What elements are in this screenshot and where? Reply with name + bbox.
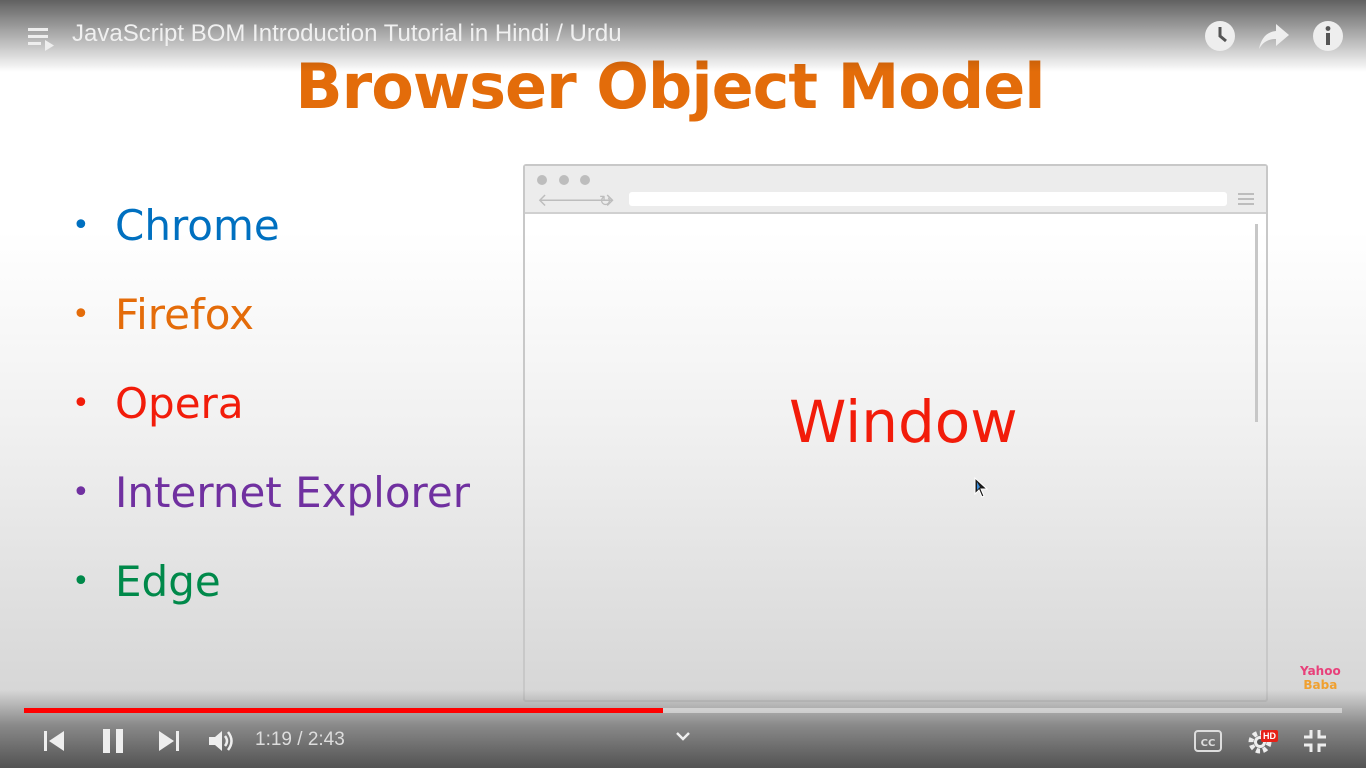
browser-toolbar: 🡐 🡒 ↻ [525, 166, 1266, 214]
exit-fullscreen-icon[interactable] [1303, 729, 1327, 753]
volume-icon[interactable] [208, 729, 236, 753]
playlist-icon[interactable] [28, 26, 56, 52]
list-item: •Edge [72, 554, 470, 643]
list-item: •Chrome [72, 198, 470, 287]
scrollbar [1255, 224, 1258, 422]
list-item-label: Opera [115, 379, 244, 428]
back-arrow-icon: 🡐 [537, 190, 586, 211]
browser-list: •Chrome •Firefox •Opera •Internet Explor… [72, 198, 470, 643]
pause-icon[interactable] [100, 728, 126, 754]
previous-icon[interactable] [42, 730, 66, 752]
progress-bar[interactable] [24, 708, 1342, 713]
forward-arrow-icon: 🡒 [567, 190, 616, 211]
player-controls [0, 690, 1366, 768]
chevron-down-icon[interactable] [675, 731, 691, 743]
list-item: •Internet Explorer [72, 465, 470, 554]
window-label: Window [789, 388, 1018, 456]
video-title[interactable]: JavaScript BOM Introduction Tutorial in … [72, 20, 622, 47]
browser-window-illustration: 🡐 🡒 ↻ Window [523, 164, 1268, 702]
share-icon[interactable] [1258, 22, 1290, 50]
next-icon[interactable] [157, 730, 181, 752]
list-item-label: Firefox [115, 290, 255, 339]
window-dot-icon [580, 175, 590, 185]
svg-text:CC: CC [1201, 738, 1216, 749]
list-item: •Opera [72, 376, 470, 465]
hd-badge: HD [1261, 730, 1278, 742]
captions-icon[interactable]: CC [1194, 730, 1222, 752]
list-item-label: Edge [115, 557, 221, 606]
list-item-label: Internet Explorer [115, 468, 470, 517]
mouse-cursor-icon [974, 477, 989, 498]
window-dot-icon [559, 175, 569, 185]
window-dot-icon [537, 175, 547, 185]
list-item-label: Chrome [115, 201, 280, 250]
info-icon[interactable] [1312, 20, 1344, 52]
list-item: •Firefox [72, 287, 470, 376]
address-bar [629, 192, 1227, 206]
watermark-logo: Yahoo Baba [1300, 664, 1341, 692]
browser-menu-icon [1238, 193, 1254, 208]
reload-icon: ↻ [599, 192, 612, 210]
top-overlay [0, 0, 1366, 72]
time-display: 1:19 / 2:43 [255, 729, 345, 750]
progress-played [24, 708, 664, 713]
watch-later-icon[interactable] [1204, 20, 1236, 52]
